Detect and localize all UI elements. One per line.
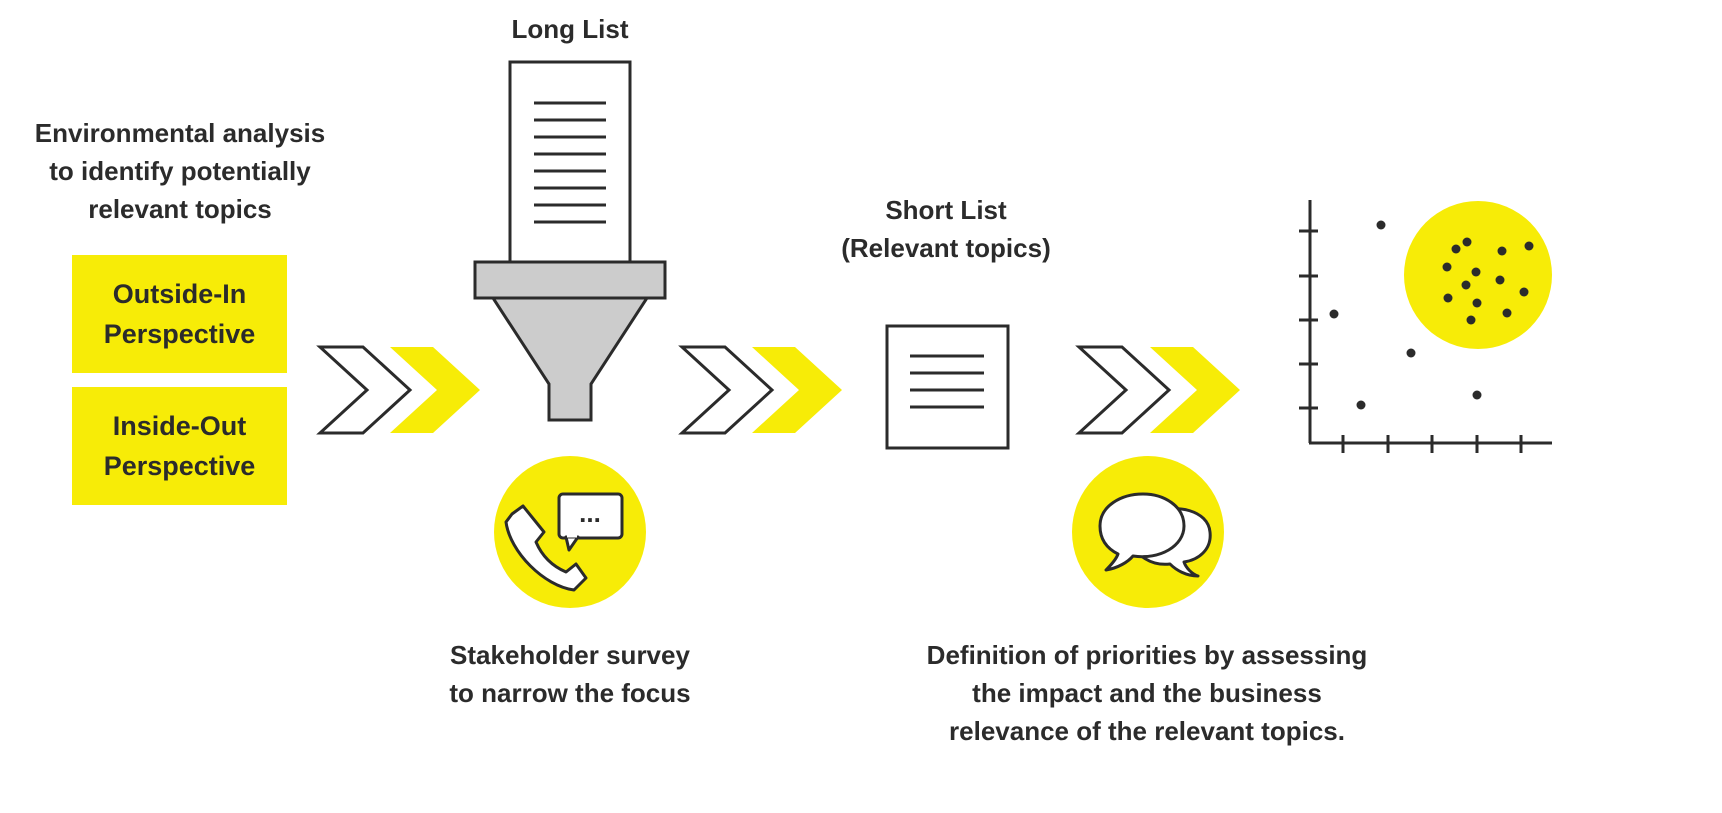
chat-bubbles-icon (1072, 456, 1224, 608)
caption-line: Stakeholder survey (450, 640, 690, 670)
caption-line: the impact and the business (972, 678, 1322, 708)
speech-bubble-icon: ... (557, 492, 624, 552)
scatter-plot-icon (1299, 200, 1552, 453)
chevron-arrow-icon (678, 345, 842, 435)
funnel-icon (473, 260, 667, 422)
document-icon (508, 60, 632, 274)
short-list-subtitle: (Relevant topics) (841, 233, 1051, 263)
box-label: Inside-Out (112, 411, 247, 441)
stakeholder-survey-caption: Stakeholder survey to narrow the focus (449, 636, 690, 712)
speech-dots: ... (579, 498, 601, 528)
inside-out-box: Inside-Out Perspective (72, 387, 287, 505)
environmental-analysis-heading: Environmental analysis to identify poten… (35, 114, 325, 228)
short-list-title: Short List (885, 195, 1007, 225)
caption-line: Definition of priorities by assessing (926, 640, 1368, 670)
long-list-label: Long List (511, 14, 629, 44)
heading-line: Environmental analysis (34, 118, 326, 148)
box-label: Outside-In (112, 279, 247, 309)
caption-line: to narrow the focus (449, 678, 691, 708)
box-label: Perspective (103, 319, 256, 349)
heading-line: to identify potentially (49, 156, 311, 186)
chevron-arrow-icon (1075, 345, 1240, 435)
heading-line: relevant topics (88, 194, 272, 224)
document-icon (885, 324, 1010, 450)
chevron-arrow-icon (316, 345, 480, 435)
short-list-label: Short List (Relevant topics) (841, 191, 1051, 267)
priorities-caption: Definition of priorities by assessing th… (927, 636, 1368, 750)
outside-in-box: Outside-In Perspective (72, 255, 287, 373)
box-label: Perspective (103, 451, 256, 481)
caption-line: relevance of the relevant topics. (949, 716, 1345, 746)
